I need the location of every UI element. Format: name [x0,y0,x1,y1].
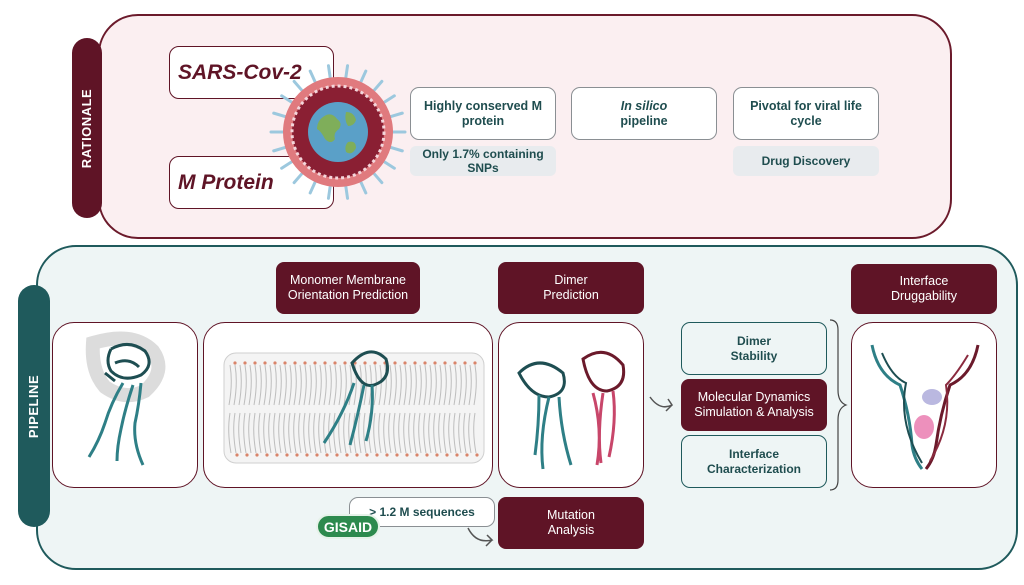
snp-note-text: Only 1.7% containing SNPs [422,147,544,175]
dimer-structure-icon [517,350,626,470]
pipeline-tab: PIPELINE [18,285,50,527]
mutation-arrow-icon [467,527,494,547]
pipeline-tab-label: PIPELINE [26,374,42,438]
membrane-icon [223,350,485,464]
pivotal-box: Pivotal for viral life cycle [733,87,879,140]
interface-title: Interface Druggability [890,274,957,303]
gisaid-logo: GISAID [316,514,380,539]
molecular-dynamics-box: Molecular Dynamics Simulation & Analysis [681,379,827,431]
virus-label-box: SARS-Cov-2 [169,46,334,99]
rationale-tab-label: RATIONALE [79,88,95,168]
gisaid-logo-text: GISAID [323,518,373,535]
rationale-tab: RATIONALE [72,38,102,218]
protein-label: M Protein [178,170,274,194]
pivotal-text: Pivotal for viral life cycle [750,98,862,128]
conserved-text: Highly conserved M protein [423,98,543,128]
dimer-stability-text: Dimer Stability [730,333,778,363]
interface-title-box: Interface Druggability [851,264,997,314]
dimer-structure-image [498,322,644,488]
dimer-stability-box: Dimer Stability [681,322,827,375]
virus-icon [269,64,407,200]
monomer-structure-icon [85,331,166,466]
snp-note: Only 1.7% containing SNPs [410,146,556,176]
membrane-orientation-image [203,322,493,488]
curved-arrow-icon [649,396,674,412]
dimer-title-box: Dimer Prediction [498,262,644,314]
molecular-dynamics-text: Molecular Dynamics Simulation & Analysis [694,390,814,419]
in-silico-rest: pipeline [620,113,668,128]
drug-discovery-note: Drug Discovery [733,146,879,176]
virus-label: SARS-Cov-2 [178,60,302,84]
brace-icon [829,319,848,491]
sequences-text: > 1.2 M sequences [369,504,475,519]
monomer-title-box: Monomer Membrane Orientation Prediction [276,262,420,314]
conserved-box: Highly conserved M protein [410,87,556,140]
dimer-title: Dimer Prediction [543,273,599,302]
mutation-analysis-box: Mutation Analysis [498,497,644,549]
interface-druggability-image [851,322,997,488]
in-silico-box: In silico pipeline [571,87,717,140]
monomer-title: Monomer Membrane Orientation Prediction [287,273,409,302]
mutation-analysis-text: Mutation Analysis [547,508,595,537]
drug-discovery-text: Drug Discovery [761,154,851,168]
monomer-structure-image [52,322,198,488]
interface-characterization-text: Interface Characterization [706,446,802,476]
in-silico-italic: In silico [620,98,668,113]
interface-structure-icon [870,344,980,470]
interface-characterization-box: Interface Characterization [681,435,827,488]
